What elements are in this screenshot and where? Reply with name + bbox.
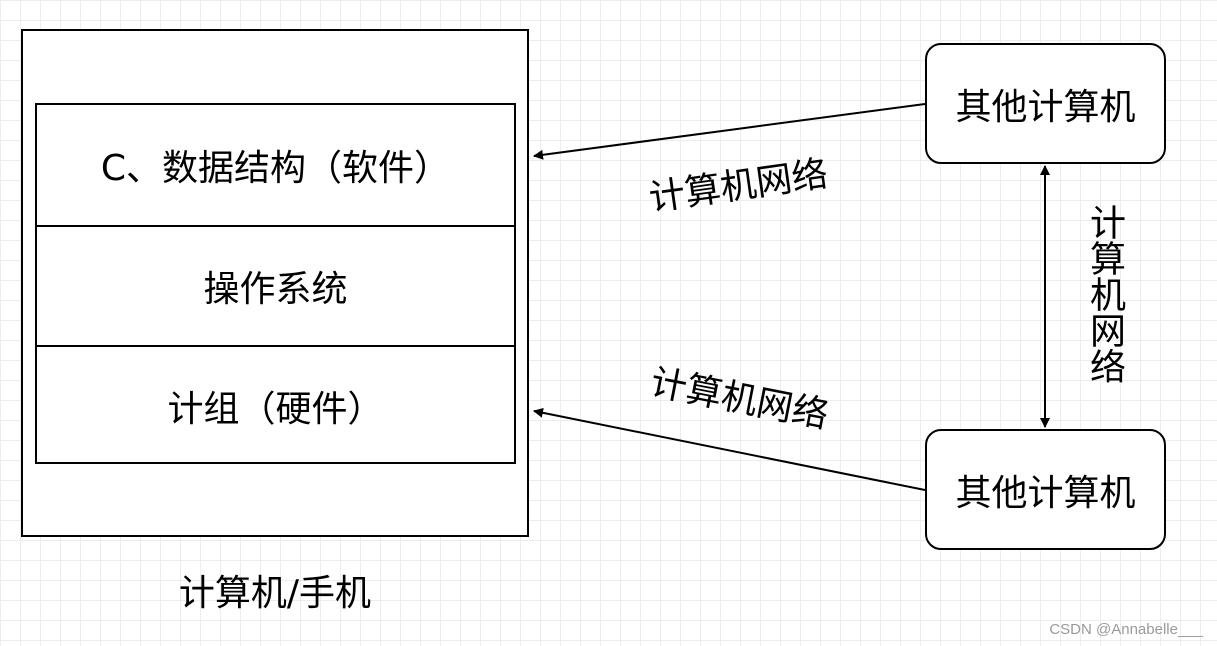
- watermark: CSDN @Annabelle___: [1049, 621, 1203, 638]
- layer-software: C、数据结构（软件）: [100, 148, 451, 189]
- layer-stack: C、数据结构（软件） 操作系统 计组（硬件）: [35, 103, 516, 464]
- layer-hardware: 计组（硬件）: [37, 345, 514, 465]
- node-other-computer-top: 其他计算机: [925, 43, 1166, 164]
- computer-caption: 计算机/手机: [178, 573, 372, 614]
- node-other-computer-bottom: 其他计算机: [925, 429, 1166, 550]
- layer-operating-system: 操作系统: [37, 225, 514, 345]
- edge-label-vertical: 计算机网络: [1084, 204, 1125, 384]
- arrow-top-node-to-computer: [533, 103, 926, 160]
- arrow-bottom-node-to-computer: [533, 407, 926, 491]
